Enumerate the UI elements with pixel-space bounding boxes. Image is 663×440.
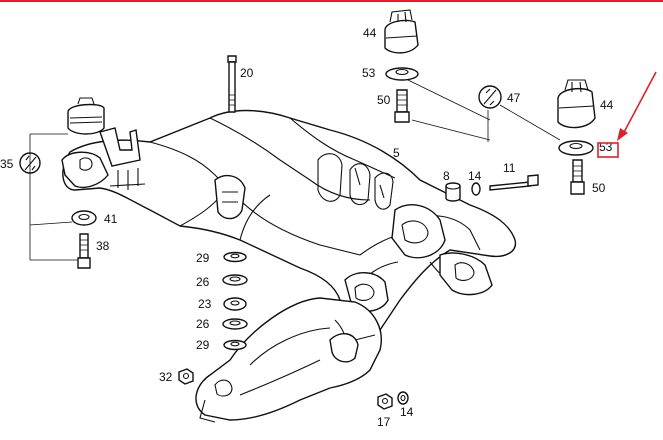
rubber-mount-44-lower: [557, 79, 596, 129]
label-11: 11: [503, 161, 516, 175]
label-29-bottom: 29: [196, 338, 210, 352]
label-50-upper: 50: [377, 93, 391, 107]
label-26-top: 26: [196, 275, 210, 289]
rubber-mount-44-upper: [384, 9, 419, 54]
wrench-icon: [478, 85, 502, 109]
leader-line: [499, 104, 561, 141]
label-5: 5: [393, 146, 400, 160]
washer-41: [71, 210, 97, 226]
label-41: 41: [104, 212, 118, 226]
label-44-upper: 44: [363, 26, 377, 40]
label-29-top: 29: [196, 251, 210, 265]
label-20: 20: [240, 66, 254, 80]
label-53-lower: 53: [599, 140, 613, 154]
nut-32: [178, 368, 194, 385]
highlight-box: [597, 142, 619, 158]
label-53-upper: 53: [362, 66, 376, 80]
label-23: 23: [198, 297, 212, 311]
label-14-lower: 14: [400, 405, 414, 419]
bolt-50-lower: [570, 159, 585, 195]
bolt-11: [489, 174, 539, 191]
stack-washers: [222, 251, 248, 351]
bushing-8: [445, 182, 461, 202]
bolt-50-upper: [394, 89, 410, 123]
label-35: 35: [0, 157, 14, 171]
bushing-top-left: [67, 97, 105, 135]
washer-53-lower: [558, 140, 594, 156]
label-17: 17: [377, 415, 391, 429]
red-arrow-icon: [617, 71, 657, 141]
label-14-upper: 14: [468, 169, 482, 183]
label-47: 47: [507, 91, 521, 105]
leader-line: [411, 119, 491, 141]
washer-53-upper: [385, 67, 419, 81]
differential-housing: [195, 297, 382, 423]
washer-14-lower: [397, 391, 409, 405]
label-44-lower: 44: [600, 98, 614, 112]
leader-line: [407, 79, 491, 121]
label-8: 8: [443, 169, 450, 183]
nut-17: [377, 393, 393, 410]
bolt-38: [77, 233, 91, 269]
label-32: 32: [159, 370, 173, 384]
label-26-bottom: 26: [196, 317, 210, 331]
bolt-20: [227, 55, 237, 113]
washer-14: [471, 182, 481, 196]
label-38: 38: [96, 239, 110, 253]
rear-subframe: [61, 109, 517, 342]
label-50-lower: 50: [592, 181, 606, 195]
bracket-35: [29, 133, 78, 261]
